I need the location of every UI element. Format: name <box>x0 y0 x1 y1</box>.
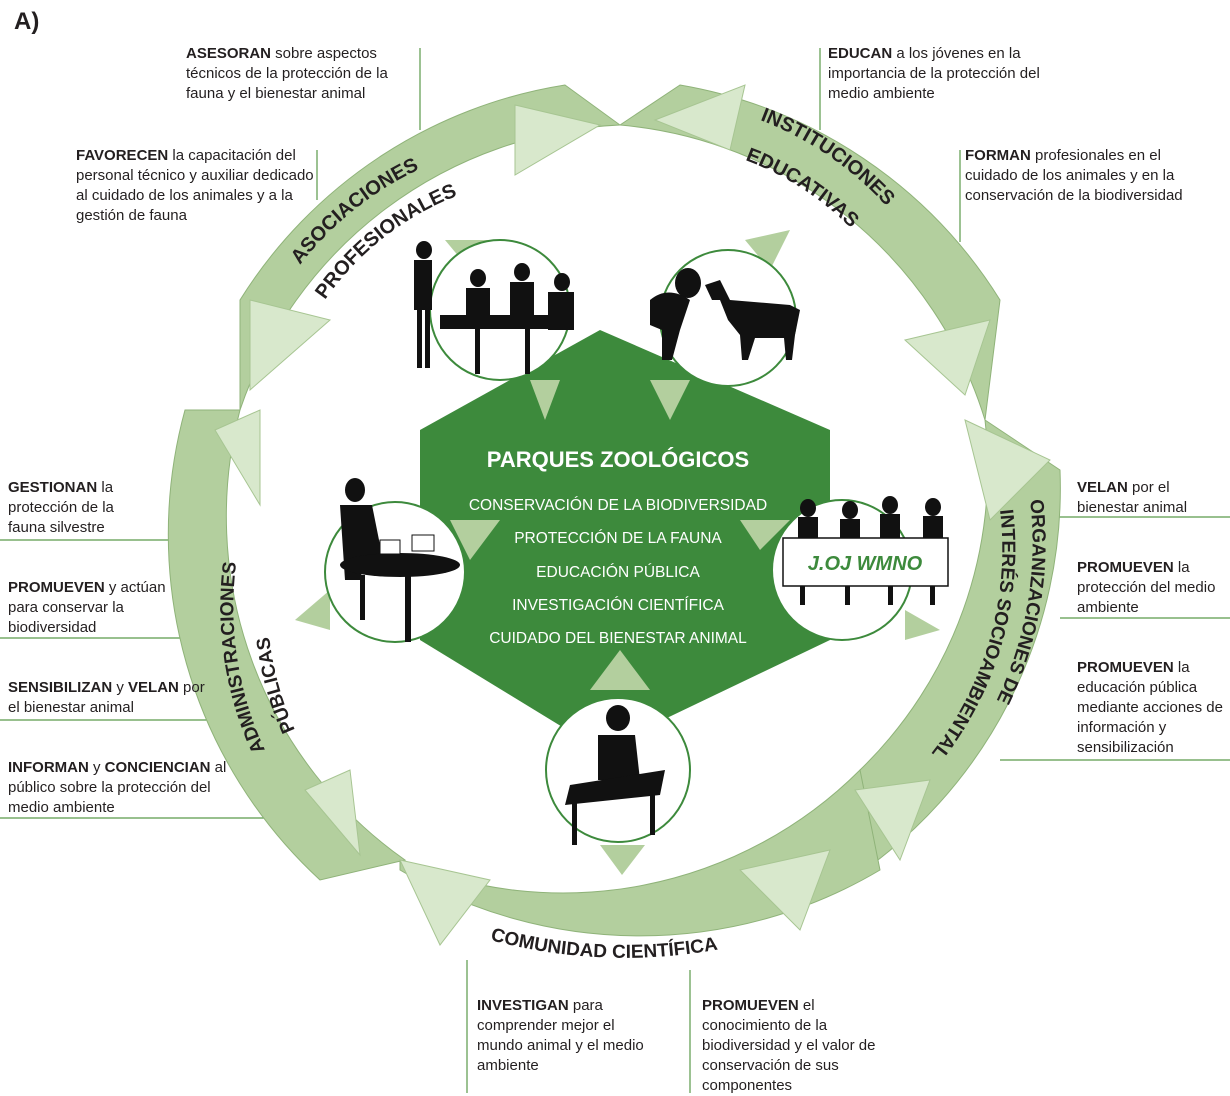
panel-label: A) <box>14 8 40 35</box>
ngo-circle: J.OJ WMNO <box>771 496 949 641</box>
child-goat-silhouette-icon <box>650 268 800 360</box>
note-gestionan: GESTIONAN la protección de la fauna silv… <box>8 479 114 536</box>
protest-banner-text: J.OJ WMNO <box>808 553 923 575</box>
note-informan: INFORMAN y CONCIENCIAN al público sobre … <box>8 759 227 816</box>
meeting-circle <box>414 239 574 381</box>
note-promueven-educacion: PROMUEVEN la educación pública mediante … <box>1077 659 1223 756</box>
ring-segment-administraciones <box>167 409 407 881</box>
education-circle <box>650 249 800 387</box>
center-item: INVESTIGACIÓN CIENTÍFICA <box>512 597 725 614</box>
note-promueven-conocimiento: PROMUEVEN el conocimiento de la biodiver… <box>702 997 876 1094</box>
note-velan: VELAN por el bienestar animal <box>1077 479 1188 516</box>
note-asesoran: ASESORAN sobre aspectos técnicos de la p… <box>186 45 388 102</box>
admin-circle <box>324 478 466 643</box>
center-item: EDUCACIÓN PÚBLICA <box>536 564 700 581</box>
center-title: PARQUES ZOOLÓGICOS <box>487 447 749 472</box>
note-sensibilizan: SENSIBILIZAN y VELAN por el bienestar an… <box>8 679 205 716</box>
connector-lines <box>0 48 1230 1093</box>
scientist-microscope-silhouette-icon <box>565 705 665 845</box>
desk-meeting-silhouette-icon <box>340 478 460 642</box>
note-investigan: INVESTIGAN para comprender mejor el mund… <box>477 997 644 1074</box>
center-items: CONSERVACIÓN DE LA BIODIVERSIDAD PROTECC… <box>469 497 767 647</box>
protest-banner <box>782 537 949 587</box>
note-educan: EDUCAN a los jóvenes en la importancia d… <box>828 45 1040 102</box>
note-forman: FORMAN profesionales en el cuidado de lo… <box>965 147 1183 204</box>
center-inner-arrows <box>295 230 940 875</box>
center-pentagon <box>420 330 830 750</box>
note-promueven-conservar: PROMUEVEN y actúan para conservar la bio… <box>8 579 166 636</box>
center-item: CUIDADO DEL BIENESTAR ANIMAL <box>489 630 747 647</box>
science-circle <box>545 697 691 845</box>
ring-arrowheads <box>214 84 1051 946</box>
note-promueven-proteccion: PROMUEVEN la protección del medio ambien… <box>1077 559 1216 616</box>
meeting-silhouette-icon <box>414 241 574 374</box>
note-favorecen: FAVORECEN la capacitación del personal t… <box>76 147 314 224</box>
center-item: PROTECCIÓN DE LA FAUNA <box>514 530 722 547</box>
ring-segments <box>167 84 1061 937</box>
center-item: CONSERVACIÓN DE LA BIODIVERSIDAD <box>469 497 767 514</box>
